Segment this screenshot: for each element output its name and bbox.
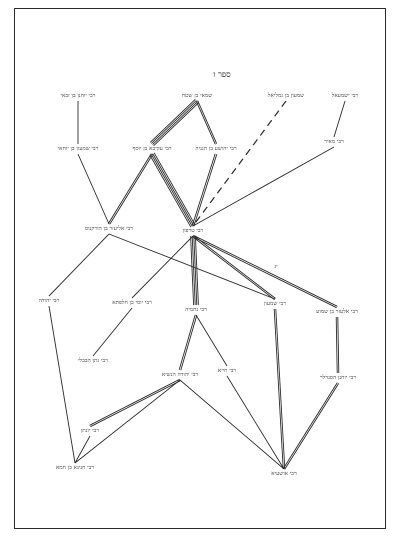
edge-line <box>226 375 285 470</box>
edge-n15-n19 <box>335 316 340 374</box>
edge-line <box>107 153 152 224</box>
edge-n13-n18 <box>195 314 228 367</box>
edge-note: יג <box>274 264 278 270</box>
edge-line <box>194 235 199 305</box>
edges-layer <box>48 98 346 470</box>
nodes-layer: רבי יוחנן בן זכאי שמאי בן שטח שמעון בן גמל… <box>39 92 359 477</box>
edge-line <box>193 234 338 307</box>
edge-n4-n9 <box>333 100 346 138</box>
node-label-n8: רבי טרפון <box>183 228 204 234</box>
edge-line <box>195 314 228 367</box>
node-label-n9: רבי מאיר <box>324 139 344 145</box>
edge-line <box>149 154 192 228</box>
node-label-n7: רבי יהושע בן חנניה <box>195 146 236 152</box>
edge-n8-n14 <box>192 235 276 300</box>
edge-line <box>190 236 195 306</box>
node-label-n11: רבי יהודה <box>39 298 60 304</box>
edge-line <box>191 153 216 226</box>
edge-n17-n21 <box>179 379 285 470</box>
node-label-n20: רבי יונתן <box>81 428 99 434</box>
edge-n11-n22 <box>48 305 76 464</box>
edge-line <box>150 154 193 227</box>
node-label-n6: רבי עקיבא בן יוסף <box>132 146 171 152</box>
edge-line <box>48 305 76 464</box>
node-label-n14: רבי שמעון <box>264 301 286 307</box>
edge-line <box>179 379 285 470</box>
edge-line <box>193 235 276 299</box>
edge-n5-n10 <box>77 153 110 225</box>
node-label-n3: שמעון בן גמליאל <box>267 92 304 99</box>
edge-line <box>180 315 198 371</box>
edge-line <box>333 100 346 138</box>
edge-n10-n11 <box>48 233 110 297</box>
edge-line <box>273 308 284 470</box>
edge-n6-n8 <box>149 152 196 228</box>
edge-n19-n21 <box>282 382 340 470</box>
node-label-n22: רבי חנינא בן חמא <box>56 465 94 471</box>
edge-line <box>192 100 287 227</box>
edge-line <box>192 146 335 227</box>
edge-n18-n21 <box>226 375 285 470</box>
edge-line <box>131 235 194 299</box>
edge-n3-n8 <box>192 100 287 227</box>
edge-line <box>337 316 340 374</box>
node-label-n2: שמאי בן שטח <box>182 93 212 99</box>
node-label-n4: רבי ישמעאל <box>331 92 359 99</box>
edge-line <box>151 100 197 144</box>
node-label-n16: רבי נתן הבבלי <box>78 357 108 364</box>
edge-n2-n7 <box>195 100 218 145</box>
node-label-n21: רבי אושעיא <box>271 471 297 477</box>
node-label-n18: רבי חייא <box>218 368 237 374</box>
edge-line <box>149 98 196 143</box>
edge-line <box>153 152 196 226</box>
edge-n8-n15 <box>192 234 338 309</box>
edge-line <box>74 435 91 464</box>
edge-line <box>191 235 196 306</box>
edge-line <box>192 236 337 309</box>
edge-line <box>92 307 133 357</box>
node-label-n1: רבי יוחנן בן זכאי <box>61 93 96 99</box>
edge-n6-n10 <box>107 153 154 225</box>
edge-line <box>284 383 340 470</box>
edge-line <box>282 382 338 469</box>
edge-n17-n22 <box>74 379 181 464</box>
diagram-title: ספר ו <box>213 70 231 79</box>
edge-line <box>275 308 286 470</box>
edge-line <box>197 100 218 144</box>
edge-n8-n13 <box>190 235 199 306</box>
edge-line <box>152 101 198 145</box>
edge-line <box>192 236 275 300</box>
node-label-n15: רבי אלעזר בן שמוע <box>316 308 358 315</box>
edge-n14-n21 <box>273 308 286 470</box>
node-label-n19: רבי יוחנן הסנדלר <box>320 374 356 381</box>
edge-line <box>89 378 180 426</box>
edge-n8-n12 <box>131 235 194 299</box>
edge-line <box>335 316 338 374</box>
edge-line <box>74 379 181 464</box>
edge-n2-n6 <box>149 98 200 147</box>
edge-n12-n16 <box>92 307 133 357</box>
node-label-n5: רבי שמעון בן יוחאי <box>58 146 99 152</box>
node-label-n17: רבי יהודה הנשיא <box>162 372 199 378</box>
edge-line <box>193 235 198 306</box>
edge-n9-n8 <box>192 146 335 227</box>
edge-line <box>152 153 195 226</box>
edge-line <box>193 154 218 227</box>
edge-n7-n8 <box>191 153 218 227</box>
edge-line <box>195 101 216 145</box>
edge-line <box>109 154 154 225</box>
edge-n20-n22 <box>74 435 91 464</box>
edge-line <box>77 153 110 225</box>
edge-line <box>48 233 110 297</box>
node-label-n12: רבי יוסי בן חלפתא <box>112 299 152 306</box>
edge-n17-n20 <box>89 378 181 428</box>
node-label-n10: רבי אליעזר בן הורקנוס <box>85 225 133 232</box>
edge-line <box>90 380 181 428</box>
node-label-n13: רבי נחמיה <box>185 307 207 313</box>
edge-n13-n17 <box>178 314 198 371</box>
edge-line <box>178 314 196 370</box>
edge-line <box>153 102 200 147</box>
